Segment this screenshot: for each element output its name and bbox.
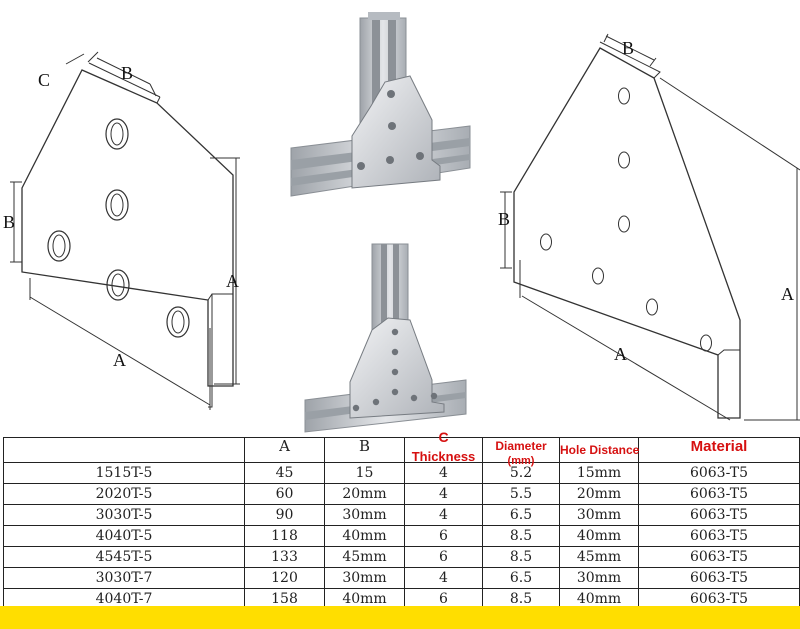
header-material: Material — [638, 437, 800, 463]
header-c: C — [438, 429, 449, 445]
right-dim-b-left: B — [498, 209, 510, 229]
cell-name: 4040T-5 — [3, 525, 245, 547]
header-diameter: Diameter (mm) — [482, 437, 560, 467]
cell-a: 133 — [244, 546, 325, 568]
cell-b: 20mm — [324, 483, 405, 505]
header-name — [3, 437, 245, 463]
cell-diameter: 6.5 — [482, 567, 560, 589]
photo-7-hole-assembly — [304, 243, 467, 433]
right-plate-outline — [513, 47, 741, 419]
cell-hole-distance: 30mm — [559, 504, 639, 526]
cell-hole-distance: 45mm — [559, 546, 639, 568]
header-c-thickness: C Thickness — [404, 430, 483, 464]
header-b: B — [324, 437, 405, 463]
cell-a: 45 — [244, 462, 325, 484]
header-hole-distance: Hole Distance — [559, 437, 639, 463]
left-dim-b-top: B — [121, 63, 133, 83]
cell-a: 60 — [244, 483, 325, 505]
cell-a: 158 — [244, 588, 325, 610]
table-row: 3030T-5 90 30mm 4 6.5 30mm 6063-T5 — [3, 504, 800, 526]
cell-c: 4 — [404, 567, 483, 589]
cell-c: 6 — [404, 525, 483, 547]
cell-name: 4545T-5 — [3, 546, 245, 568]
cell-hole-distance: 30mm — [559, 567, 639, 589]
header-a: A — [244, 437, 325, 463]
footer-color-bar — [0, 606, 800, 629]
left-dim-c-top: C — [38, 70, 50, 90]
cell-b: 30mm — [324, 567, 405, 589]
spec-table: A B C Thickness Diameter (mm) Hole Dista… — [3, 430, 800, 610]
cell-diameter: 6.5 — [482, 504, 560, 526]
cell-name: 4040T-7 — [3, 588, 245, 610]
left-plate-drawing — [10, 51, 240, 410]
cell-diameter: 8.5 — [482, 546, 560, 568]
header-diameter-label: Diameter — [495, 439, 547, 453]
left-dim-a-bottom: A — [113, 350, 126, 370]
cell-a: 90 — [244, 504, 325, 526]
cell-material: 6063-T5 — [638, 567, 800, 589]
table-row: 3030T-7 120 30mm 4 6.5 30mm 6063-T5 — [3, 567, 800, 589]
table-header-row: A B C Thickness Diameter (mm) Hole Dista… — [3, 430, 800, 467]
table-row: 2020T-5 60 20mm 4 5.5 20mm 6063-T5 — [3, 483, 800, 505]
cell-hole-distance: 20mm — [559, 483, 639, 505]
table-row: 1515T-5 45 15 4 5.2 15mm 6063-T5 — [3, 462, 800, 484]
cell-name: 3030T-7 — [3, 567, 245, 589]
cell-diameter: 8.5 — [482, 525, 560, 547]
cell-b: 40mm — [324, 588, 405, 610]
cell-material: 6063-T5 — [638, 525, 800, 547]
product-figures: A A B B C — [3, 12, 800, 433]
cell-hole-distance: 15mm — [559, 462, 639, 484]
cell-b: 15 — [324, 462, 405, 484]
photo-5-hole-assembly — [290, 12, 471, 197]
table-row: 4040T-5 118 40mm 6 8.5 40mm 6063-T5 — [3, 525, 800, 547]
cell-hole-distance: 40mm — [559, 525, 639, 547]
header-diameter-unit: (mm) — [507, 455, 535, 467]
cell-b: 40mm — [324, 525, 405, 547]
cell-b: 45mm — [324, 546, 405, 568]
cell-material: 6063-T5 — [638, 546, 800, 568]
cell-name: 3030T-5 — [3, 504, 245, 526]
cell-c: 6 — [404, 546, 483, 568]
left-dim-b-left: B — [3, 212, 15, 232]
left-plate-outline — [21, 69, 234, 387]
cell-c: 4 — [404, 504, 483, 526]
cell-name: 1515T-5 — [3, 462, 245, 484]
table-row: 4545T-5 133 45mm 6 8.5 45mm 6063-T5 — [3, 546, 800, 568]
cell-material: 6063-T5 — [638, 462, 800, 484]
right-dim-a-right: A — [781, 284, 794, 304]
cell-name: 2020T-5 — [3, 483, 245, 505]
left-dim-a-right: A — [226, 271, 239, 291]
cell-hole-distance: 40mm — [559, 588, 639, 610]
right-dim-b-top: B — [622, 38, 634, 58]
cell-c: 4 — [404, 462, 483, 484]
right-plate-drawing — [500, 33, 800, 421]
cell-c: 4 — [404, 483, 483, 505]
cell-a: 120 — [244, 567, 325, 589]
cell-b: 30mm — [324, 504, 405, 526]
right-dim-a-bottom: A — [614, 344, 627, 364]
cell-material: 6063-T5 — [638, 483, 800, 505]
cell-material: 6063-T5 — [638, 504, 800, 526]
drawings-svg: A A B B C — [3, 12, 800, 433]
header-thickness: Thickness — [411, 449, 476, 464]
cell-a: 118 — [244, 525, 325, 547]
cell-diameter: 5.5 — [482, 483, 560, 505]
